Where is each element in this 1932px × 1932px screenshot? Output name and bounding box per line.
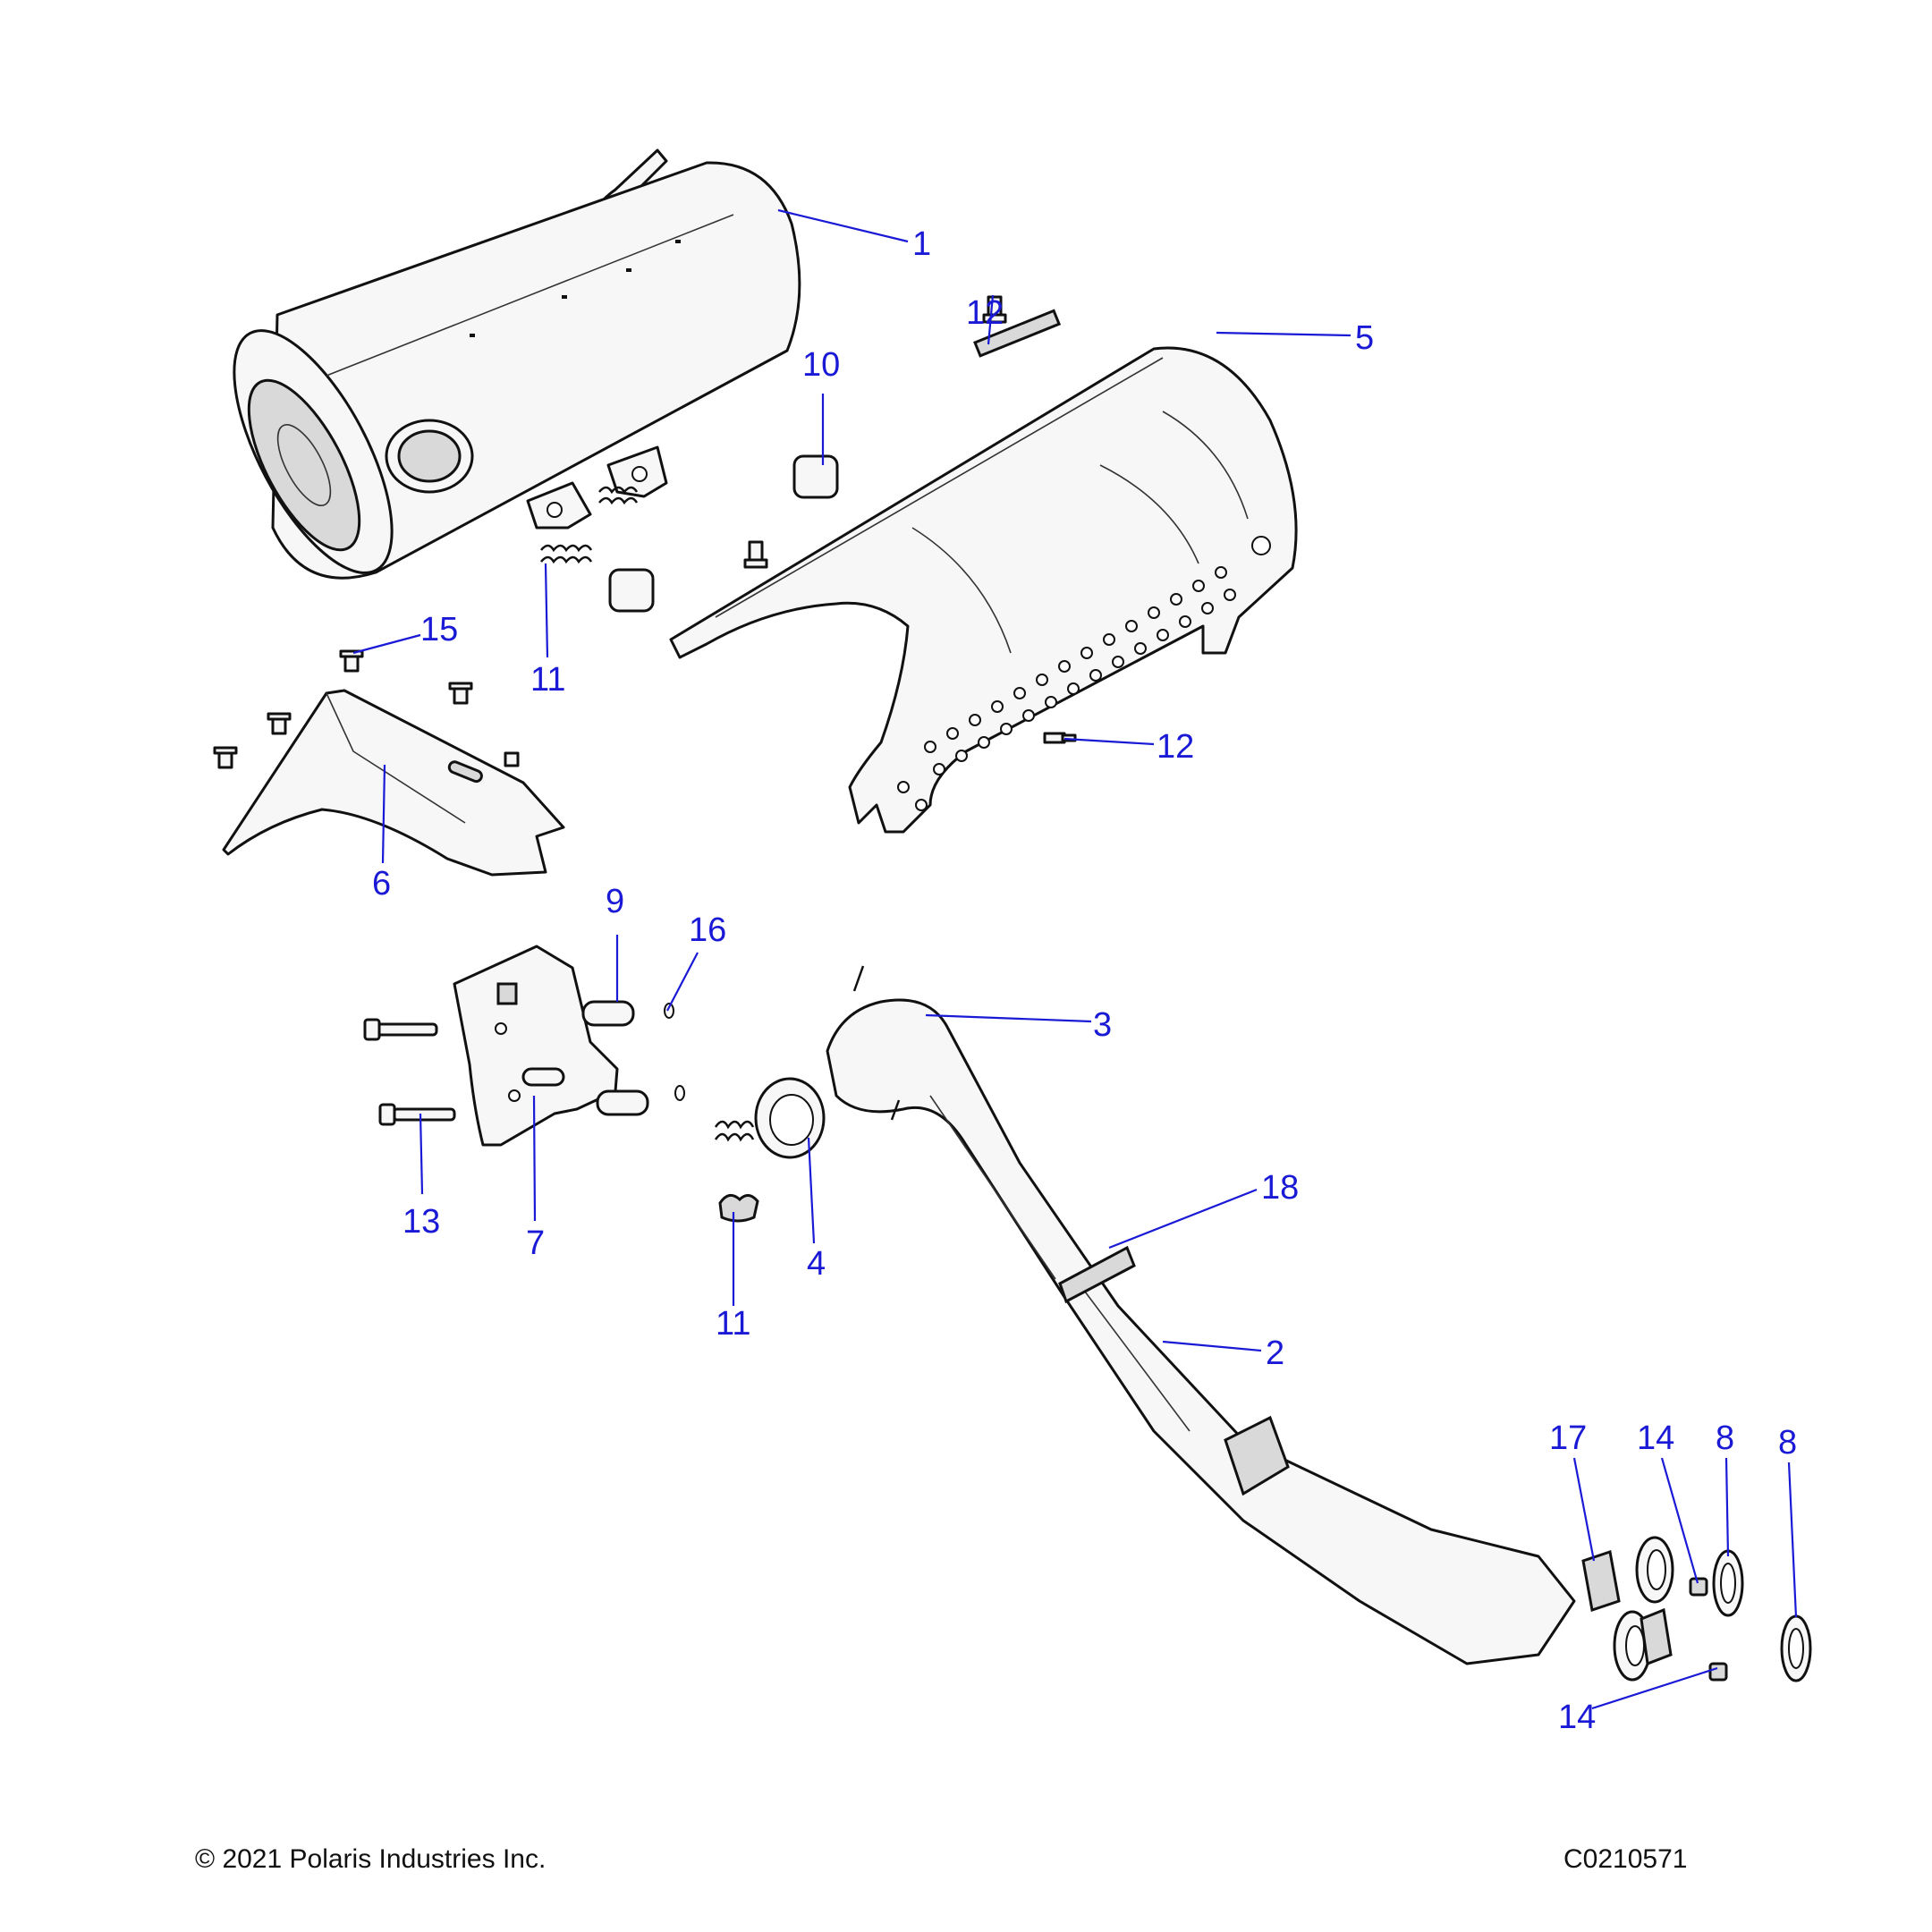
bolts-and-spacers (363, 1000, 685, 1126)
callout-4: 4 (807, 1245, 826, 1283)
callout-labels: 1 5 12 10 11 15 12 6 9 16 3 13 7 4 11 18… (372, 225, 1797, 1736)
rubber-isolators (608, 454, 839, 613)
callout-17: 17 (1549, 1419, 1587, 1457)
callout-16: 16 (689, 911, 726, 949)
callout-11-bottom: 11 (716, 1305, 750, 1343)
muffler-heat-shield (669, 309, 1298, 834)
callout-14-bottom: 14 (1558, 1699, 1596, 1736)
callout-3: 3 (1093, 1006, 1112, 1044)
figure-id: C0210571 (1563, 1844, 1688, 1874)
callout-1: 1 (912, 225, 931, 263)
springs-upper (540, 486, 639, 564)
callout-7: 7 (526, 1224, 545, 1262)
copyright-notice: © 2021 Polaris Industries Inc. (195, 1844, 547, 1874)
callout-8-left: 8 (1716, 1419, 1734, 1457)
callout-8-right: 8 (1778, 1424, 1797, 1462)
gasket-ring (754, 1077, 826, 1159)
callout-13: 13 (402, 1203, 440, 1241)
callout-6: 6 (372, 865, 391, 902)
callout-2: 2 (1266, 1335, 1284, 1372)
callout-5: 5 (1355, 319, 1374, 357)
callout-9: 9 (606, 883, 624, 920)
callout-14-top: 14 (1637, 1419, 1674, 1457)
mounting-bracket (453, 945, 619, 1147)
small-heat-shield (222, 689, 565, 877)
header-pipe (826, 965, 1812, 1682)
leader-lines (352, 208, 1798, 1710)
callout-18: 18 (1261, 1169, 1299, 1207)
shield-perforations (897, 566, 1236, 811)
callout-12-top: 12 (966, 294, 1004, 332)
springs-lower (714, 1120, 759, 1223)
callout-10: 10 (802, 346, 840, 384)
callout-12-bottom: 12 (1157, 728, 1194, 766)
muffler (233, 148, 801, 580)
screws (213, 295, 1077, 769)
callout-15: 15 (420, 611, 458, 648)
callout-11-top: 11 (530, 661, 565, 699)
